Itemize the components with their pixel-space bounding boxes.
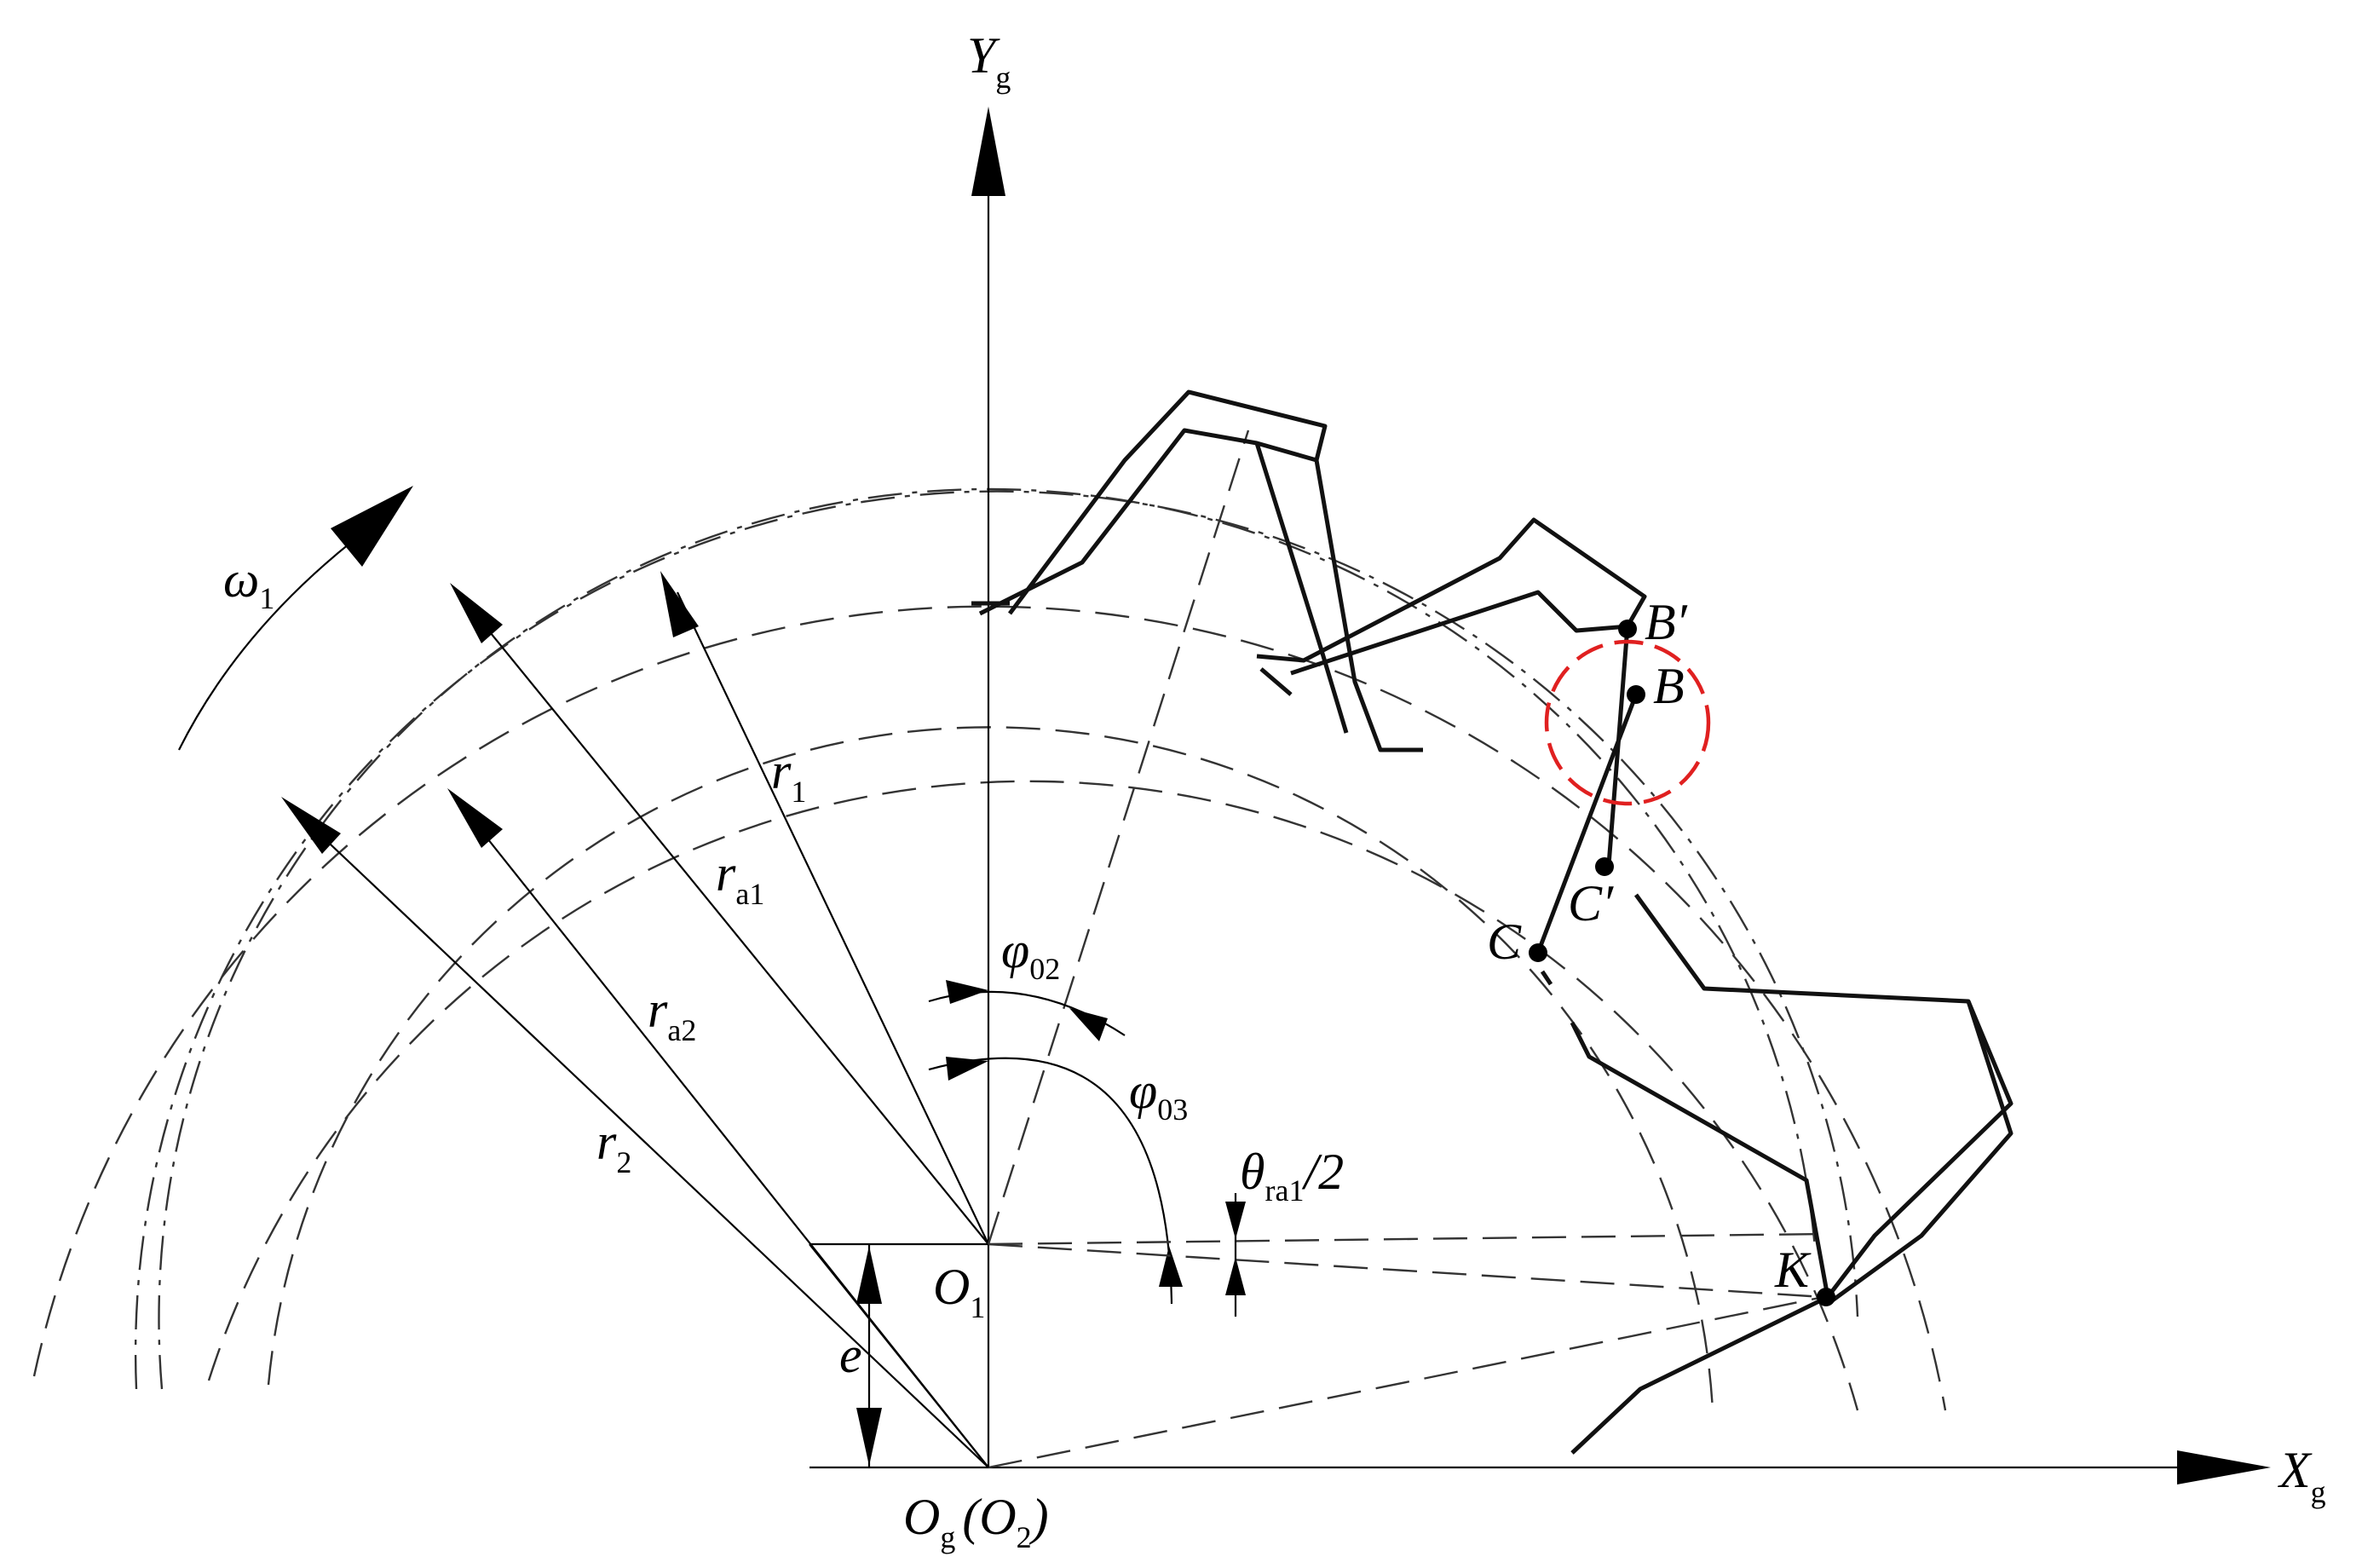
- ra1-label: ra1: [716, 845, 764, 911]
- b-prime-label: B′: [1645, 594, 1688, 650]
- ra1-line: [464, 600, 989, 1245]
- theta-arrow-bottom: [1225, 1257, 1246, 1295]
- ra1-arrowhead: [450, 583, 503, 643]
- r2-label: r2: [596, 1114, 631, 1179]
- x-axis-label: Xg: [2278, 1442, 2326, 1509]
- eccentricity-dimension: [809, 1243, 989, 1468]
- circle-r1-dashdot: [134, 490, 1859, 1390]
- theta-ray-lower: [988, 1242, 1824, 1299]
- omega-arrowhead: [331, 486, 413, 567]
- tooth-lower-2: [1826, 1000, 2013, 1306]
- o1-to-og: [809, 1243, 989, 1468]
- omega-label: ω1: [223, 551, 274, 615]
- phi03-label: φ03: [1129, 1063, 1188, 1127]
- tooth-top: [978, 389, 1328, 616]
- e-label: e: [839, 1327, 862, 1383]
- e-arrow-top: [856, 1246, 882, 1304]
- gear-teeth: [971, 389, 2013, 1455]
- tooth-lower-3: [1570, 1294, 1829, 1455]
- og-o2-label: Og(O2): [903, 1489, 1049, 1554]
- tooth-lower: [1540, 893, 2013, 1300]
- b-label: B: [1653, 658, 1685, 714]
- r1-arrowhead: [660, 571, 699, 637]
- circle-ra2-dashed: [267, 726, 1714, 1411]
- omega-arc: [178, 536, 359, 751]
- labels: Yg Xg ω1 r1 ra1 ra2 r2 φ02 φ03 θra1/2 e …: [223, 27, 2326, 1554]
- points: [1529, 620, 1835, 1306]
- tooth-mid-3: [1259, 667, 1293, 696]
- angle-constructions: [928, 429, 1824, 1469]
- r2-arrowhead: [281, 797, 341, 854]
- c-label: C: [1487, 914, 1522, 970]
- phi03-arrow-left: [946, 1057, 988, 1081]
- circle-ra1-dashdot: [158, 487, 1817, 1390]
- r1-label: r1: [771, 743, 806, 809]
- omega-arrow: [178, 486, 413, 751]
- phi02-arrow-right: [1069, 1008, 1108, 1041]
- tooth-mid: [1256, 517, 1647, 663]
- x-axis-arrowhead: [2177, 1450, 2271, 1484]
- phi02-ray: [987, 429, 1250, 1245]
- point-c-prime: [1595, 857, 1614, 876]
- phi03-arc: [928, 1057, 1173, 1305]
- k-label: K: [1774, 1242, 1812, 1298]
- tooth-top-2: [1314, 459, 1423, 752]
- tooth-top-3: [1254, 442, 1349, 734]
- c-prime-label: C′: [1568, 875, 1614, 931]
- coordinate-axes: [809, 107, 2271, 1484]
- radius-lines: [281, 571, 989, 1468]
- theta-ray-upper: [988, 1232, 1824, 1246]
- point-b-prime: [1618, 620, 1637, 638]
- phi02-arrow-left: [946, 980, 988, 1004]
- o1-label: O1: [933, 1259, 985, 1324]
- ra2-arrowhead: [447, 788, 503, 848]
- point-c: [1529, 943, 1547, 962]
- e-arrow-bottom: [856, 1408, 882, 1466]
- og-to-k: [988, 1295, 1824, 1469]
- contact-flank-c: [1535, 694, 1639, 954]
- circle-r2-dashed: [32, 605, 1947, 1411]
- phi03-arrow-bottom: [1159, 1246, 1183, 1287]
- y-axis-arrowhead: [971, 107, 1005, 196]
- y-axis-label: Yg: [967, 27, 1011, 95]
- theta-arrow-top: [1225, 1202, 1246, 1239]
- phi02-label: φ02: [1001, 922, 1060, 986]
- point-k: [1817, 1288, 1835, 1306]
- circle-inner-dashed: [207, 780, 1859, 1411]
- contact-highlight-circle: [1544, 639, 1711, 806]
- r1-line: [677, 591, 989, 1245]
- tooth-mid-2: [1290, 590, 1628, 676]
- r2-line: [297, 813, 989, 1468]
- point-b: [1627, 685, 1645, 704]
- reference-circles: [32, 487, 1947, 1411]
- theta-label: θra1/2: [1240, 1144, 1344, 1208]
- ra2-label: ra2: [648, 982, 696, 1047]
